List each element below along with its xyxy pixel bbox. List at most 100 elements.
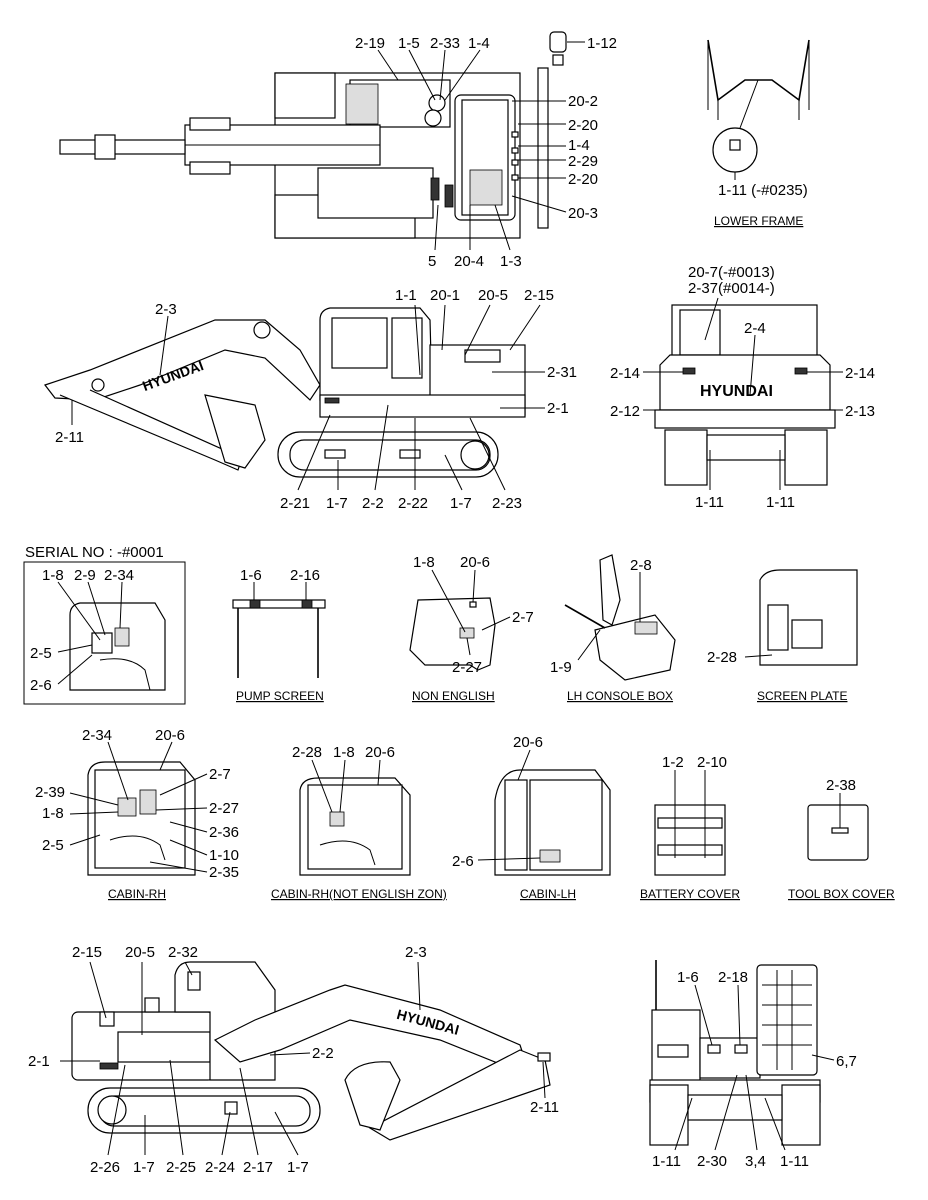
- caption-pump-screen: PUMP SCREEN: [236, 689, 324, 703]
- side-view-right-leaders: [60, 961, 546, 1156]
- callout: 20-1: [430, 287, 460, 304]
- front-view-callouts: 1-6 2-18 6,7 1-11 2-30 3,4 1-11: [652, 969, 857, 1170]
- caption-battery-cover: BATTERY COVER: [640, 887, 740, 901]
- callout: 1-8: [42, 567, 64, 584]
- callout: 2-9: [74, 567, 96, 584]
- callout: 20-6: [513, 734, 543, 751]
- caption-cabin-rh-not-english: CABIN-RH(NOT ENGLISH ZON): [271, 887, 447, 901]
- callout: 5: [428, 253, 436, 270]
- rear-view-callouts: 20-7(-#0013) 2-37(#0014-) 2-4 2-14 2-14 …: [610, 264, 875, 511]
- caption-non-english: NON ENGLISH: [412, 689, 495, 703]
- callout: 20-5: [478, 287, 508, 304]
- callout: 1-1: [395, 287, 417, 304]
- callout: 1-7: [133, 1159, 155, 1176]
- callout: 1-3: [500, 253, 522, 270]
- side-view-right-callouts: 2-15 20-5 2-32 2-3 2-1 2-2 2-11 2-26 1-7…: [28, 944, 559, 1176]
- callout: 20-4: [454, 253, 484, 270]
- callout: 1-4: [468, 35, 490, 52]
- callout: 2-7: [512, 609, 534, 626]
- front-view: [649, 960, 821, 1146]
- callout: 2-8: [630, 557, 652, 574]
- callout: 2-7: [209, 766, 231, 783]
- callout: 2-37(#0014-): [688, 280, 775, 297]
- callout: 2-30: [697, 1153, 727, 1170]
- callout: 2-5: [42, 837, 64, 854]
- callout: 2-15: [524, 287, 554, 304]
- side-view-left: HYUNDAI: [44, 307, 526, 478]
- callout: 2-13: [845, 403, 875, 420]
- tool-box-cover-view: 2-38 TOOL BOX COVER: [788, 777, 895, 901]
- callout: 20-6: [155, 727, 185, 744]
- callout: 1-7: [450, 495, 472, 512]
- callout: 2-2: [362, 495, 384, 512]
- callout: 2-1: [547, 400, 569, 417]
- callout: 2-12: [610, 403, 640, 420]
- callout: 2-15: [72, 944, 102, 961]
- callout: 1-11: [780, 1153, 809, 1170]
- callout: 1-8: [42, 805, 64, 822]
- callout: 20-5: [125, 944, 155, 961]
- callout: 2-16: [290, 567, 320, 584]
- callout: 2-17: [243, 1159, 273, 1176]
- callout: 6,7: [836, 1053, 857, 1070]
- callout: 2-20: [568, 117, 598, 134]
- callout: 1-11: [652, 1153, 681, 1170]
- callout: 1-12: [587, 35, 617, 52]
- callout: 2-31: [547, 364, 577, 381]
- callout: 2-11: [55, 429, 84, 446]
- side-view-left-callouts: 1-1 20-1 20-5 2-15 2-3 2-31 2-1 2-11 2-2…: [55, 287, 577, 512]
- serial-label: SERIAL NO : -#0001: [25, 544, 164, 561]
- screen-plate-view: 2-28 SCREEN PLATE: [707, 569, 858, 703]
- callout: 1-4: [568, 137, 590, 154]
- top-view-leaders: [377, 41, 585, 251]
- callout: 20-6: [365, 744, 395, 761]
- callout: 20-7(-#0013): [688, 264, 775, 281]
- callout: 2-22: [398, 495, 428, 512]
- callout: 2-6: [452, 853, 474, 870]
- callout: 2-27: [452, 659, 482, 676]
- caption-lh-console-box: LH CONSOLE BOX: [567, 689, 673, 703]
- callout: 1-7: [287, 1159, 309, 1176]
- callout: 2-23: [492, 495, 522, 512]
- lower-frame-view: 1-11 (-#0235) LOWER FRAME: [707, 39, 810, 228]
- callout: 2-29: [568, 153, 598, 170]
- callout: 20-2: [568, 93, 598, 110]
- caption-cabin-lh: CABIN-LH: [520, 887, 576, 901]
- callout: 2-3: [155, 301, 177, 318]
- callout: 1-9: [550, 659, 572, 676]
- callout: 2-28: [292, 744, 322, 761]
- callout: 2-39: [35, 784, 65, 801]
- callout: 2-18: [718, 969, 748, 986]
- callout: 2-5: [30, 645, 52, 662]
- callout: 2-27: [209, 800, 239, 817]
- callout: 1-6: [240, 567, 262, 584]
- cabin-rh-ne-view: 2-28 1-8 20-6 CABIN-RH(NOT ENGLISH ZON): [271, 744, 447, 901]
- side-view-right: HYUNDAI: [71, 961, 551, 1141]
- cabin-rh-view: 2-34 20-6 2-7 2-39 2-27 1-8 2-36 2-5 1-1…: [35, 727, 239, 901]
- callout: 2-25: [166, 1159, 196, 1176]
- callout: 2-2: [312, 1045, 334, 1062]
- lh-console-view: 2-8 1-9 LH CONSOLE BOX: [550, 554, 676, 703]
- callout: 1-10: [209, 847, 239, 864]
- rear-brand-text: HYUNDAI: [700, 383, 773, 400]
- caption-screen-plate: SCREEN PLATE: [757, 689, 847, 703]
- rear-view-leaders: [643, 297, 843, 490]
- callout: 1-8: [413, 554, 435, 571]
- callout: 20-3: [568, 205, 598, 222]
- callout: 2-35: [209, 864, 239, 881]
- callout: 2-32: [168, 944, 198, 961]
- callout: 2-28: [707, 649, 737, 666]
- serial-box: SERIAL NO : -#0001 1-8 2-9 2-34 2-5 2-6: [23, 544, 186, 705]
- callout: 2-1: [28, 1053, 50, 1070]
- callout: 2-4: [744, 320, 766, 337]
- callout: 1-11: [695, 494, 724, 511]
- callout: 2-6: [30, 677, 52, 694]
- side-view-left-leaders: [71, 304, 545, 491]
- callout: 2-24: [205, 1159, 235, 1176]
- front-view-leaders: [674, 984, 835, 1151]
- callout: 2-38: [826, 777, 856, 794]
- callout: 20-6: [460, 554, 490, 571]
- callout: 1-7: [326, 495, 348, 512]
- callout: 2-14: [610, 365, 640, 382]
